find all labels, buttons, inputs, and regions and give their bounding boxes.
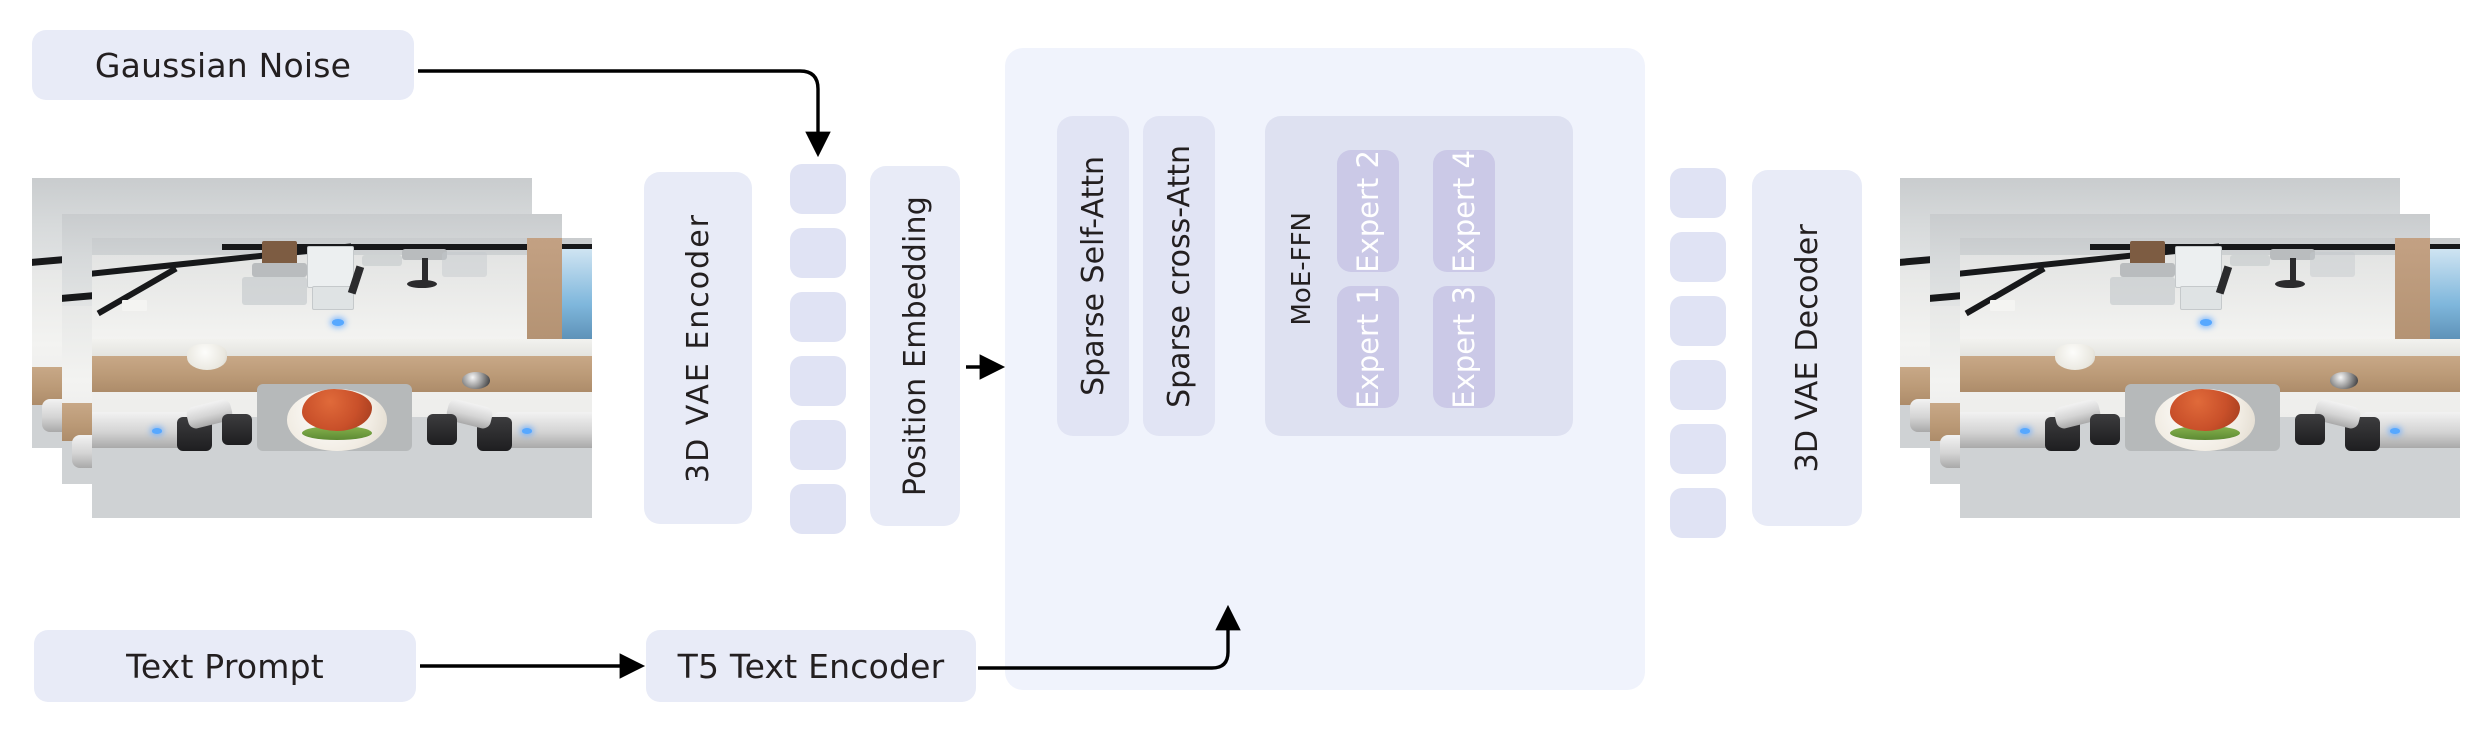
- moe-ffn-panel: MoE-FFN Expert 2 Expert 4 Expert 1 Exper…: [1265, 116, 1573, 436]
- latent-token[interactable]: [790, 356, 846, 406]
- connector-noise-to-latent: [418, 69, 831, 158]
- expert-4-label: Expert 4: [1447, 149, 1481, 273]
- vae-encoder-block[interactable]: 3D VAE Encoder: [644, 172, 752, 524]
- position-embedding-block[interactable]: Position Embedding: [870, 166, 960, 526]
- gaussian-noise-label: Gaussian Noise: [94, 45, 352, 85]
- expert-3-block[interactable]: Expert 3: [1433, 286, 1495, 408]
- latent-token[interactable]: [1670, 296, 1726, 346]
- latent-token[interactable]: [1670, 168, 1726, 218]
- latent-token[interactable]: [790, 484, 846, 534]
- position-embedding-label: Position Embedding: [897, 195, 933, 497]
- t5-text-encoder-block[interactable]: T5 Text Encoder: [646, 630, 976, 702]
- input-video-frames: [32, 178, 592, 518]
- text-prompt-block[interactable]: Text Prompt: [34, 630, 416, 702]
- sparse-self-attn-label: Sparse Self-Attn: [1075, 156, 1111, 396]
- moe-ffn-label: MoE-FFN: [1287, 212, 1317, 326]
- expert-2-block[interactable]: Expert 2: [1337, 150, 1399, 272]
- sparse-cross-attn-label: Sparse cross-Attn: [1161, 144, 1197, 408]
- vae-decoder-block[interactable]: 3D VAE Decoder: [1752, 170, 1862, 526]
- output-latent-token-stack: [1670, 168, 1728, 538]
- input-video-frame-1: [92, 238, 592, 518]
- latent-token[interactable]: [1670, 232, 1726, 282]
- latent-token[interactable]: [790, 292, 846, 342]
- expert-4-block[interactable]: Expert 4: [1433, 150, 1495, 272]
- gaussian-noise-block[interactable]: Gaussian Noise: [32, 30, 414, 100]
- sparse-self-attn-column[interactable]: Sparse Self-Attn: [1057, 116, 1129, 436]
- t5-text-encoder-label: T5 Text Encoder: [677, 646, 945, 686]
- expert-1-block[interactable]: Expert 1: [1337, 286, 1399, 408]
- latent-token[interactable]: [790, 228, 846, 278]
- latent-token[interactable]: [790, 164, 846, 214]
- latent-token[interactable]: [1670, 488, 1726, 538]
- dit-block: Sparse Self-Attn Sparse cross-Attn MoE-F…: [1005, 48, 1645, 690]
- expert-3-label: Expert 3: [1447, 285, 1481, 409]
- vae-decoder-label: 3D VAE Decoder: [1789, 223, 1825, 473]
- text-prompt-label: Text Prompt: [126, 646, 324, 686]
- expert-1-label: Expert 1: [1351, 285, 1385, 409]
- output-video-frames: [1900, 178, 2460, 518]
- input-latent-token-stack: [790, 164, 848, 534]
- sparse-cross-attn-column[interactable]: Sparse cross-Attn: [1143, 116, 1215, 436]
- latent-token[interactable]: [790, 420, 846, 470]
- output-video-frame-1: [1960, 238, 2460, 518]
- expert-2-label: Expert 2: [1351, 149, 1385, 273]
- vae-encoder-label: 3D VAE Encoder: [680, 213, 716, 483]
- latent-token[interactable]: [1670, 424, 1726, 474]
- latent-token[interactable]: [1670, 360, 1726, 410]
